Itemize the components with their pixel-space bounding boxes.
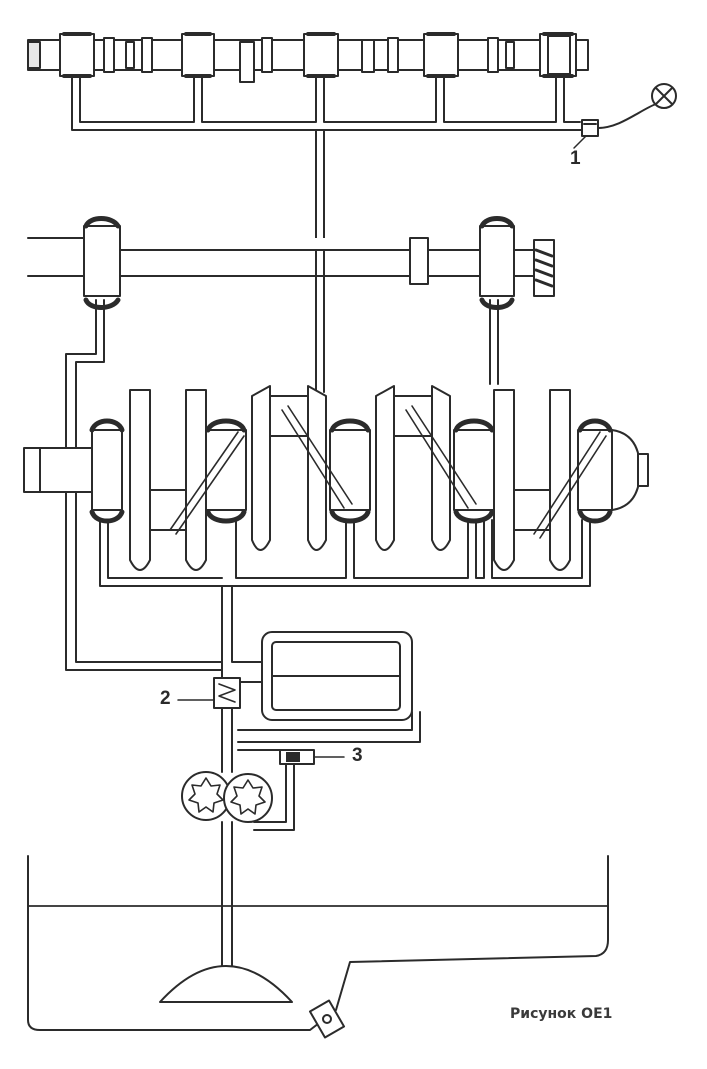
oil-sump: [27, 855, 609, 1039]
figure-caption: Рисунок OE1: [510, 1006, 613, 1022]
warning-lamp-icon: [651, 83, 677, 109]
callout-2-label: 2: [160, 688, 171, 709]
callout-1-label: 1: [570, 148, 581, 169]
pressure-relief-valve: [177, 677, 241, 709]
crankshaft-main-bearings: [89, 418, 613, 524]
oil-filter-loop: [237, 631, 421, 743]
oil-pump: [181, 771, 273, 823]
front-feed-line: [65, 299, 223, 671]
oil-pressure-sender: [581, 103, 657, 137]
main-oil-gallery: [99, 519, 591, 683]
bypass-valve: [237, 749, 345, 831]
crankshaft-oil-drillings: [169, 405, 607, 539]
callout-3-label: 3: [352, 745, 363, 766]
camshaft: [27, 32, 589, 83]
camshaft-oil-gallery: [71, 75, 587, 251]
camshaft-bearing-caps: [62, 32, 574, 78]
crankshaft: [23, 385, 649, 571]
drain-plug: [308, 999, 346, 1039]
callout-1-leader: [573, 135, 587, 149]
oil-pickup-pipe: [159, 707, 293, 1003]
camshaft-lobes: [59, 33, 577, 83]
intermediate-shaft: [27, 216, 558, 393]
drive-gear: [534, 248, 554, 288]
